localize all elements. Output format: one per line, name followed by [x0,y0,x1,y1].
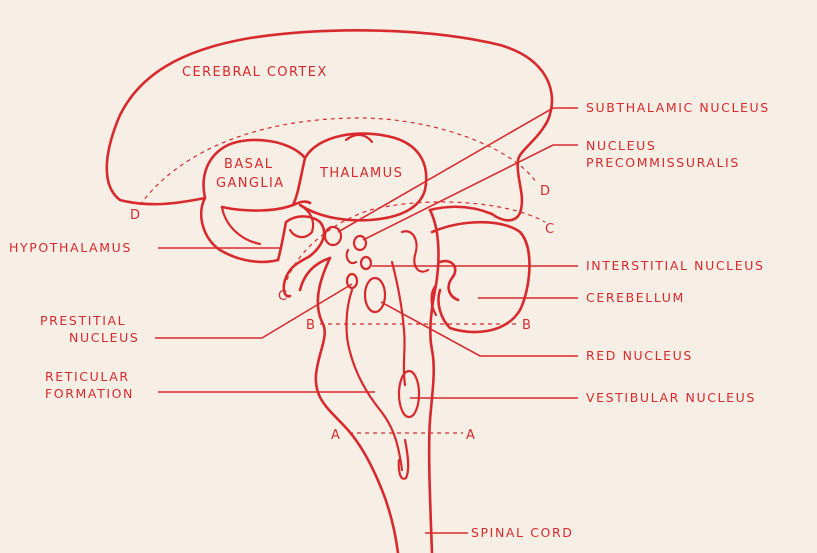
nucleus-precommissuralis-shape [354,236,366,250]
section-mark-b-right: B [522,318,531,333]
red-nucleus-label: RED NUCLEUS [586,348,693,363]
precommissuralis-label-line1: NUCLEUS [586,138,656,153]
leader-prestitial [155,284,352,338]
interstitial-nucleus-shape [361,257,371,269]
cerebellum-outline [432,222,529,332]
prestitial-label-line1: PRESTITIAL [40,313,126,328]
reticular-label-line1: RETICULAR [45,369,130,384]
precommissuralis-label-line2: PRECOMMISSURALIS [586,155,740,170]
vestibular-label: VESTIBULAR NUCLEUS [586,390,756,405]
brainstem-inner-right [392,262,408,479]
basal-ganglia-label-line2: GANGLIA [216,176,285,191]
section-mark-a-right: A [466,428,475,443]
subthalamic-label: SUBTHALAMIC NUCLEUS [586,100,770,115]
basal-ganglia-label-line1: BASAL [224,157,273,172]
subthalamic-nucleus-shape [325,227,341,245]
section-mark-d-right: D [540,184,550,199]
prestitial-label-line2: NUCLEUS [69,330,139,345]
brainstem-left-outline [316,258,398,553]
interstitial-label: INTERSTITIAL NUCLEUS [586,258,765,273]
reticular-label-line2: FORMATION [45,386,134,401]
section-mark-a-left: A [331,428,340,443]
section-mark-c-left: C [278,289,287,304]
red-nucleus-shape [365,278,385,312]
section-line-d [140,118,536,205]
thalamus-cap [346,135,372,142]
brainstem-right-outline [429,210,438,553]
vestibular-nucleus-shape [399,371,419,417]
leader-red-nucleus [381,302,578,356]
cerebral-cortex-outline [107,30,552,220]
cerebellum-label: CEREBELLUM [586,290,685,305]
section-mark-b-left: B [306,318,315,333]
spinal-cord-label: SPINAL CORD [471,525,573,540]
cerebral-cortex-label: CEREBRAL CORTEX [182,65,328,80]
hypothalamus-outline [278,216,330,296]
small-nucleus-loop [347,250,356,263]
hypothalamus-label: HYPOTHALAMUS [9,240,132,255]
thalamus-label: THALAMUS [319,166,403,181]
brainstem-inner-left [346,290,402,470]
basal-ganglia-inner-line [222,207,260,244]
section-mark-d-left: D [130,208,140,223]
section-mark-c-right: C [545,222,554,237]
